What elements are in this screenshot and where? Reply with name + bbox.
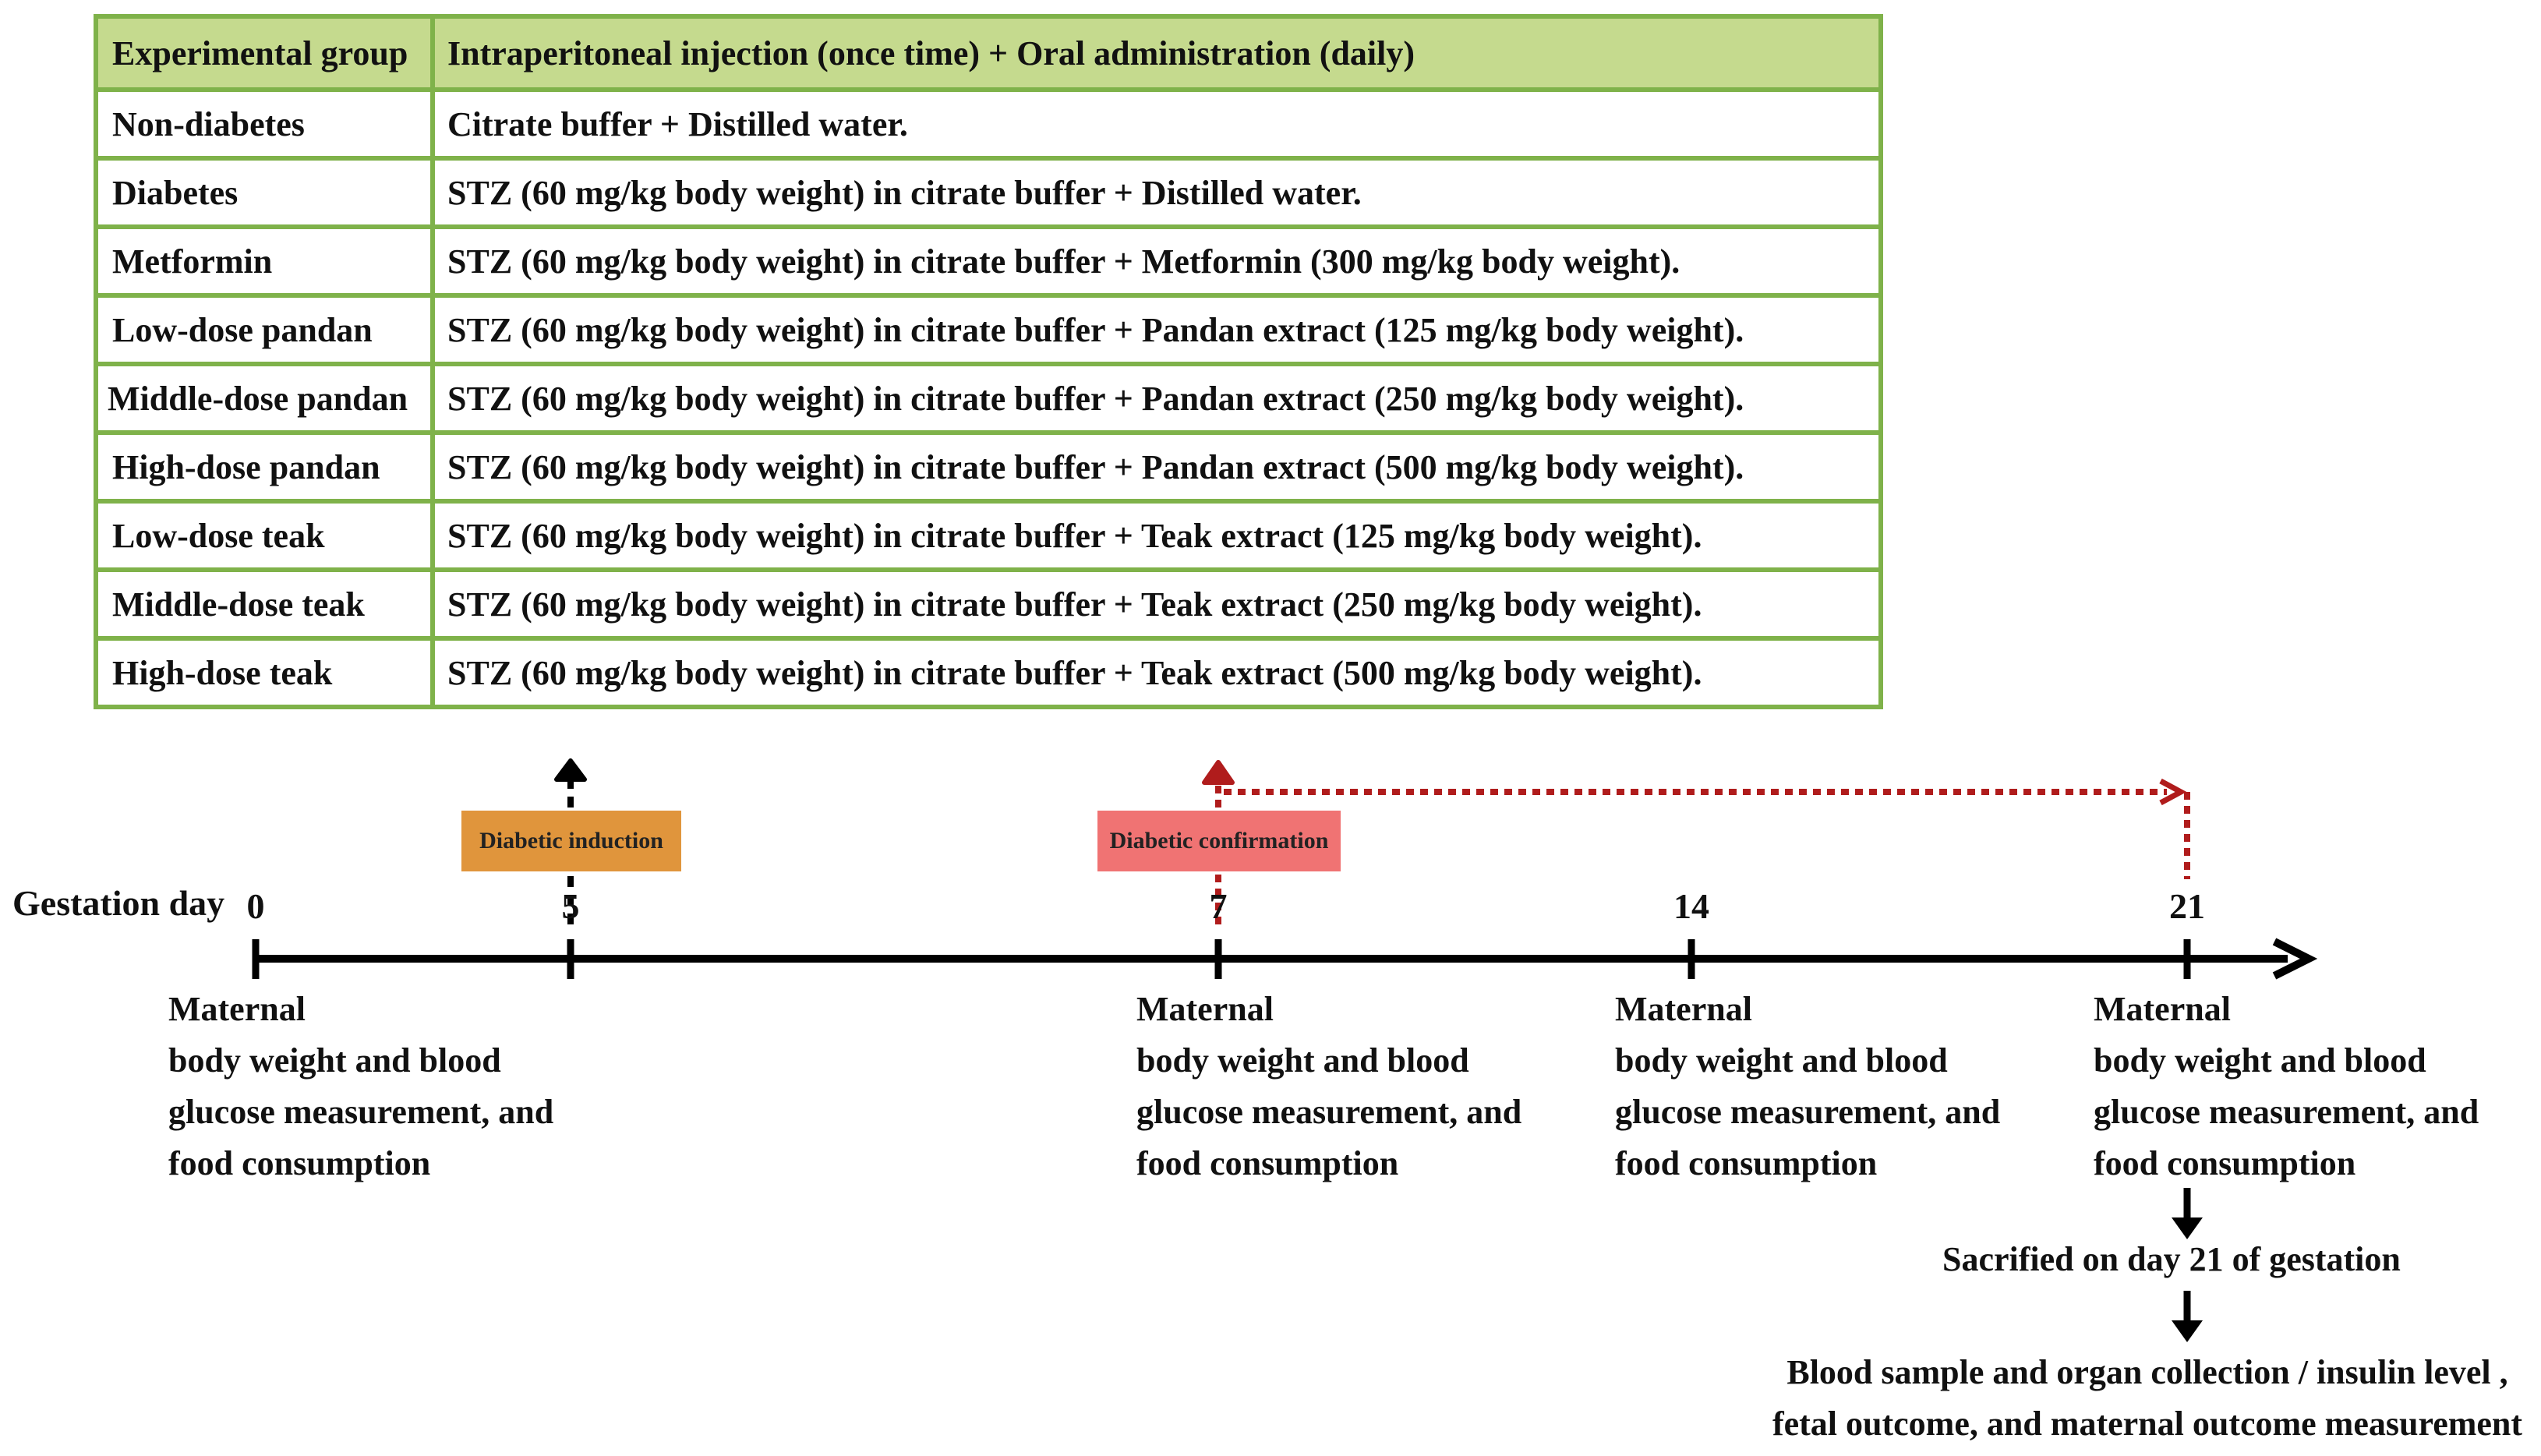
table-row: Low-dose pandan STZ (60 mg/kg body weigh… (94, 293, 1883, 366)
row-treatment: STZ (60 mg/kg body weight) in citrate bu… (430, 156, 1883, 229)
row-treatment: STZ (60 mg/kg body weight) in citrate bu… (430, 362, 1883, 435)
measurement-line: body weight and blood (2094, 1041, 2426, 1080)
measurement-line: food consumption (1615, 1144, 1878, 1182)
table-row: High-dose pandan STZ (60 mg/kg body weig… (94, 430, 1883, 504)
induction-arrowhead-icon (554, 758, 587, 782)
measurement-line: food consumption (168, 1144, 431, 1182)
confirmation-span-arrowhead-icon (2159, 778, 2187, 806)
measurement-note-day-7: Maternal body weight and blood glucose m… (1136, 984, 1521, 1189)
header-group: Experimental group (94, 14, 435, 92)
sacrifice-note: Sacrified on day 21 of gestation (1942, 1240, 2401, 1278)
row-treatment: STZ (60 mg/kg body weight) in citrate bu… (430, 499, 1883, 572)
day-label-21: 21 (2169, 886, 2205, 926)
day-label-14: 14 (1673, 886, 1709, 926)
day-label-5: 5 (561, 886, 580, 926)
row-group: Low-dose pandan (94, 293, 435, 366)
row-group: Non-diabetes (94, 87, 435, 161)
measurement-line: glucose measurement, and (168, 1093, 554, 1131)
table-row: Low-dose teak STZ (60 mg/kg body weight)… (94, 499, 1883, 572)
gestation-day-label: Gestation day (12, 883, 225, 923)
measurement-line: body weight and blood (168, 1041, 501, 1080)
table-row: High-dose teak STZ (60 mg/kg body weight… (94, 636, 1883, 709)
measurement-line: food consumption (2094, 1144, 2356, 1182)
collection-note: Blood sample and organ collection / insu… (1754, 1347, 2541, 1450)
table-row: Non-diabetes Citrate buffer + Distilled … (94, 87, 1883, 161)
measurement-line: body weight and blood (1615, 1041, 1948, 1080)
row-group: High-dose teak (94, 636, 435, 709)
sacrifice-arrowhead-icon (2172, 1217, 2203, 1239)
measurement-line: Maternal (168, 990, 306, 1028)
measurement-note-day-0: Maternal body weight and blood glucose m… (168, 984, 553, 1189)
measurement-line: Maternal (2094, 990, 2231, 1028)
measurement-line: glucose measurement, and (1615, 1093, 2001, 1131)
row-treatment: STZ (60 mg/kg body weight) in citrate bu… (430, 224, 1883, 298)
measurement-line: glucose measurement, and (2094, 1093, 2479, 1131)
row-group: Metformin (94, 224, 435, 298)
diabetic-confirmation-box: Diabetic confirmation (1097, 811, 1341, 871)
row-group: Middle-dose pandan (94, 362, 435, 435)
diabetic-induction-box: Diabetic induction (461, 811, 681, 871)
row-treatment: Citrate buffer + Distilled water. (430, 87, 1883, 161)
table-header-row: Experimental group Intraperitoneal injec… (94, 14, 1883, 92)
row-treatment: STZ (60 mg/kg body weight) in citrate bu… (430, 430, 1883, 504)
collection-line: Blood sample and organ collection / insu… (1786, 1353, 2508, 1391)
timeline-axis-arrowhead-icon (2272, 938, 2318, 980)
day-label-7: 7 (1209, 886, 1228, 926)
measurement-note-day-14: Maternal body weight and blood glucose m… (1615, 984, 2000, 1189)
table-row: Middle-dose pandan STZ (60 mg/kg body we… (94, 362, 1883, 435)
measurement-line: body weight and blood (1136, 1041, 1469, 1080)
day-label-0: 0 (246, 886, 265, 926)
table-row: Middle-dose teak STZ (60 mg/kg body weig… (94, 567, 1883, 641)
row-group: Middle-dose teak (94, 567, 435, 641)
collection-line: fetal outcome, and maternal outcome meas… (1772, 1405, 2523, 1443)
header-treatment: Intraperitoneal injection (once time) + … (430, 14, 1883, 92)
measurement-note-day-21: Maternal body weight and blood glucose m… (2094, 984, 2479, 1189)
row-treatment: STZ (60 mg/kg body weight) in citrate bu… (430, 636, 1883, 709)
measurement-line: Maternal (1615, 990, 1752, 1028)
row-treatment: STZ (60 mg/kg body weight) in citrate bu… (430, 293, 1883, 366)
collection-arrowhead-icon (2172, 1320, 2203, 1342)
row-group: Low-dose teak (94, 499, 435, 572)
measurement-line: food consumption (1136, 1144, 1399, 1182)
table-row: Diabetes STZ (60 mg/kg body weight) in c… (94, 156, 1883, 229)
row-treatment: STZ (60 mg/kg body weight) in citrate bu… (430, 567, 1883, 641)
table-row: Metformin STZ (60 mg/kg body weight) in … (94, 224, 1883, 298)
row-group: Diabetes (94, 156, 435, 229)
measurement-line: glucose measurement, and (1136, 1093, 1522, 1131)
treatment-table: Experimental group Intraperitoneal injec… (94, 14, 1883, 709)
confirmation-arrowhead-icon (1202, 760, 1235, 785)
measurement-line: Maternal (1136, 990, 1274, 1028)
row-group: High-dose pandan (94, 430, 435, 504)
